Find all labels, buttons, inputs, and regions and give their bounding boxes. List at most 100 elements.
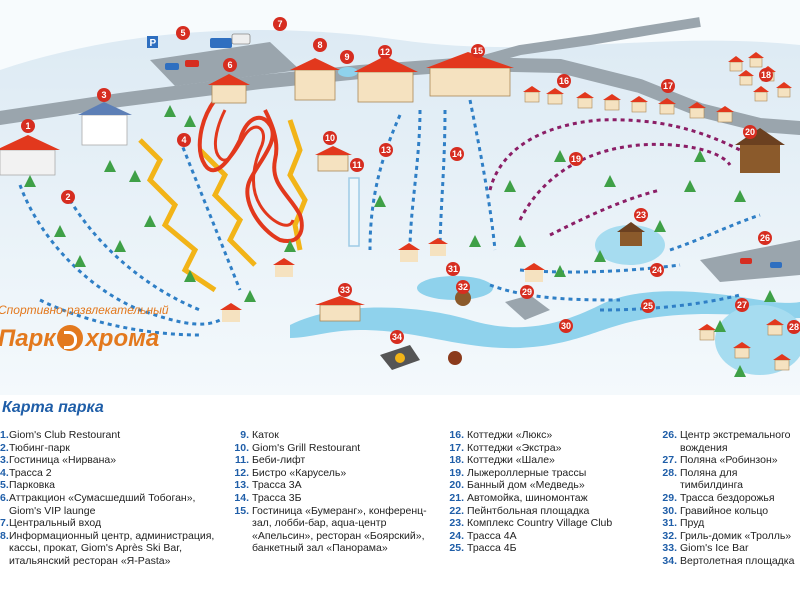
svg-text:14: 14 [452,149,462,159]
legend-item-number: 13. [234,479,249,492]
legend-item-text: Трасса 3А [252,479,302,492]
svg-text:10: 10 [325,133,335,143]
legend-item: 16.Коттеджи «Люкс» [444,429,654,442]
legend-item: 8.Информационный центр, администрация, к… [0,530,220,568]
legend-item: 33.Giom's Ice Bar [657,542,800,555]
map-marker-11[interactable]: 11 [350,158,364,172]
tubing-park-trails [18,184,221,337]
legend-item: 23.Комплекс Country Village Club [444,517,654,530]
legend-item: 9.Каток [229,429,439,442]
snow-hills [0,0,800,70]
svg-text:2: 2 [65,192,70,202]
map-marker-28[interactable]: 28 [787,320,800,334]
helipad-mark [395,353,405,363]
legend-item: 13.Трасса 3А [229,479,439,492]
legend-item-text: Парковка [9,479,56,492]
svg-text:15: 15 [473,46,483,56]
legend-item-text: Центр экстремального вождения [680,429,791,454]
legend-item-number: 17. [449,441,464,454]
legend-item: 27.Поляна «Робинзон» [657,454,800,467]
map-marker-15[interactable]: 15 [471,44,485,58]
svg-text:30: 30 [561,321,571,331]
map-marker-13[interactable]: 13 [379,143,393,157]
legend-item-number: 30. [662,504,677,517]
map-marker-2[interactable]: 2 [61,190,75,204]
map-marker-34[interactable]: 34 [390,330,404,344]
map-marker-7[interactable]: 7 [273,17,287,31]
roller-ski-trails [488,118,741,237]
legend-item-text: Трасса 4Б [467,542,517,555]
map-marker-5[interactable]: 5 [176,26,190,40]
truck-icon [231,33,251,45]
ice-rink [338,67,358,77]
legend-item-text: Пейнтбольная площадка [467,504,590,517]
map-marker-12[interactable]: 12 [378,45,392,59]
legend-item-text: Giom's Grill Restourant [252,441,361,454]
svg-text:6: 6 [227,60,232,70]
map-marker-8[interactable]: 8 [313,38,327,52]
legend-item-number: 3. [0,454,9,467]
svg-text:12: 12 [380,47,390,57]
map-marker-4[interactable]: 4 [177,133,191,147]
svg-text:1: 1 [25,121,30,131]
map-marker-30[interactable]: 30 [559,319,573,333]
map-marker-31[interactable]: 31 [446,262,460,276]
map-marker-19[interactable]: 19 [569,152,583,166]
legend-item: 6.Аттракцион «Сумасшедший Тобоган», Giom… [0,492,220,517]
crazy-toboggan-track-inner [213,109,295,227]
map-marker-25[interactable]: 25 [641,299,655,313]
map-marker-18[interactable]: 18 [759,68,773,82]
crazy-toboggan-track [197,98,304,243]
trail-2-slopes [138,119,308,293]
svg-text:7: 7 [277,19,282,29]
svg-text:32: 32 [458,282,468,292]
ski-trails-blue [178,99,761,312]
legend-item-text: Giom's Ice Bar [680,542,749,555]
svg-text:18: 18 [761,70,771,80]
legend-item: 24.Трасса 4А [444,530,654,543]
legend-item: 2.Тюбинг-парк [0,442,220,455]
legend-item-text: Беби-лифт [252,454,306,467]
map-marker-27[interactable]: 27 [735,298,749,312]
legend-item-number: 4. [0,466,9,479]
map-marker-16[interactable]: 16 [557,74,571,88]
svg-text:11: 11 [352,160,362,170]
map-marker-14[interactable]: 14 [450,147,464,161]
legend-item-number: 14. [234,491,249,504]
map-marker-29[interactable]: 29 [520,285,534,299]
map-marker-32[interactable]: 32 [456,280,470,294]
svg-text:28: 28 [789,322,799,332]
legend-item-text: Гостиница «Бумеранг», конференц-зал, лоб… [252,504,427,555]
map-marker-17[interactable]: 17 [661,79,675,93]
legend-item: 15.Гостиница «Бумеранг», конференц-зал, … [229,505,439,555]
legend-item-number: 15. [234,504,249,517]
legend-item: 3.Гостиница «Нирвана» [0,454,220,467]
legend-item-text: Гриль-домик «Тролль» [680,529,792,542]
map-marker-26[interactable]: 26 [758,231,772,245]
map-marker-23[interactable]: 23 [634,208,648,222]
map-marker-1[interactable]: 1 [21,119,35,133]
park-map: P [0,0,800,395]
svg-text:26: 26 [760,233,770,243]
parking-sign [147,36,158,48]
legend-item-text: Трасса бездорожья [680,491,775,504]
map-marker-3[interactable]: 3 [97,88,111,102]
svg-text:27: 27 [737,300,747,310]
map-marker-10[interactable]: 10 [323,131,337,145]
car-icon [740,258,752,264]
svg-text:13: 13 [381,145,391,155]
svg-text:8: 8 [317,40,322,50]
legend-item-number: 34. [662,554,677,567]
map-marker-20[interactable]: 20 [743,125,757,139]
map-marker-9[interactable]: 9 [340,50,354,64]
map-marker-6[interactable]: 6 [223,58,237,72]
legend-item-number: 1. [0,429,9,441]
map-marker-33[interactable]: 33 [338,283,352,297]
svg-text:19: 19 [571,154,581,164]
legend-item-number: 19. [449,466,464,479]
map-marker-24[interactable]: 24 [650,263,664,277]
legend-item-number: 31. [662,517,677,530]
